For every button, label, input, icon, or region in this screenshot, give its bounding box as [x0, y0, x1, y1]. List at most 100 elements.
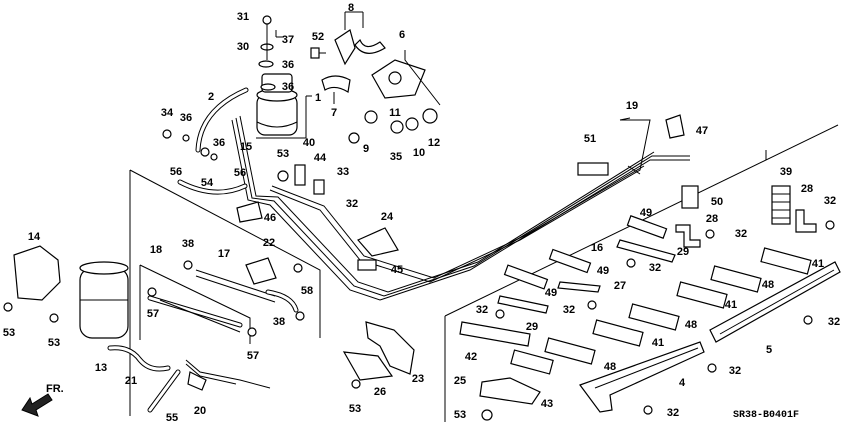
part-number-callout: 48: [762, 279, 774, 291]
part-number-callout: 34: [161, 107, 174, 119]
clip-51: [577, 162, 609, 176]
part-number-callout: 27: [614, 280, 626, 292]
part-number-callout: 18: [150, 244, 162, 256]
part-number-callout: 12: [428, 137, 440, 149]
part-number-callout: 26: [374, 386, 386, 398]
part-number-callout: 29: [526, 321, 538, 333]
part-number-callout: 9: [363, 143, 369, 155]
part-number-callout: 53: [3, 327, 15, 339]
part-number-callout: 6: [399, 29, 405, 41]
part-number-callout: 25: [454, 375, 466, 387]
part-number-callout: 36: [282, 59, 294, 71]
part-number-callout: 38: [273, 316, 285, 328]
part-number-callout: 32: [563, 304, 575, 316]
part-number-callout: 55: [166, 412, 178, 424]
part-number-callout: 53: [277, 148, 289, 160]
part-number-callout: 32: [824, 195, 836, 207]
part-number-callout: 52: [312, 31, 324, 43]
part-number-callout: 29: [677, 246, 689, 258]
part-number-callout: 47: [696, 125, 708, 137]
diagram-code: SR38-B0401F: [733, 410, 799, 421]
right-side-clamps: [544, 185, 841, 415]
part-number-callout: 32: [346, 198, 358, 210]
clip-40: [294, 164, 306, 186]
part-number-callout: 56: [170, 166, 182, 178]
part-number-callout: 53: [454, 409, 466, 421]
part-number-callout: 32: [735, 228, 747, 240]
part-number-callout: 53: [349, 403, 361, 415]
charcoal-canister-assembly: [3, 245, 271, 413]
part-number-callout: 42: [465, 351, 477, 363]
part-number-callout: 50: [711, 196, 723, 208]
part-number-callout: 37: [282, 34, 294, 46]
part-number-callout: 41: [725, 299, 737, 311]
part-number-callout: 20: [194, 405, 206, 417]
part-number-callout: 36: [180, 112, 192, 124]
part-number-callout: 40: [303, 137, 315, 149]
part-number-callout: 10: [413, 147, 425, 159]
part-number-callout: 51: [584, 133, 596, 145]
part-number-callout: 32: [828, 316, 840, 328]
part-number-callout: 19: [626, 100, 638, 112]
part-number-callout: 36: [282, 81, 294, 93]
part-number-callout: 46: [264, 212, 276, 224]
part-number-callout: 22: [263, 237, 275, 249]
part-number-callout: 49: [597, 265, 609, 277]
part-number-callout: 43: [541, 398, 553, 410]
part-number-callout: 41: [812, 258, 824, 270]
clip-50: [681, 185, 699, 209]
part-number-callout: 32: [649, 262, 661, 274]
part-number-callout: 15: [240, 141, 252, 153]
part-number-callout: 5: [766, 344, 772, 356]
part-number-callout: 41: [652, 337, 664, 349]
main-fuel-lines: [231, 115, 690, 301]
part-number-callout: 36: [213, 137, 225, 149]
part-number-callout: 38: [182, 238, 194, 250]
fuel-filter-assembly: [256, 15, 312, 139]
part-number-callout: 56: [234, 167, 246, 179]
part-number-callout: 14: [28, 231, 41, 243]
part-number-callout: 44: [314, 152, 327, 164]
part-number-callout: 48: [604, 361, 616, 373]
clip-44: [313, 179, 325, 195]
fuel-hose-17: [195, 269, 276, 297]
part-number-callout: 8: [348, 2, 354, 14]
part-number-callout: 30: [237, 41, 249, 53]
front-direction-label: FR.: [46, 383, 64, 395]
part-number-callout: 32: [476, 304, 488, 316]
part-number-callout: 53: [48, 337, 60, 349]
part-number-callout: 28: [801, 183, 813, 195]
part-number-callout: 7: [331, 107, 337, 119]
part-number-callout: 32: [667, 407, 679, 419]
part-number-callout: 24: [381, 211, 394, 223]
bracket-assembly: [310, 11, 441, 144]
part-number-callout: 31: [237, 11, 249, 23]
part-number-callout: 16: [591, 242, 603, 254]
part-number-callout: 48: [685, 319, 697, 331]
part-number-callout: 1: [315, 92, 321, 104]
part-number-callout: 57: [247, 350, 259, 362]
part-number-callout: 33: [337, 166, 349, 178]
part-number-callout: 11: [389, 107, 401, 119]
part-number-callout: 21: [125, 375, 137, 387]
part-number-callout: 45: [391, 264, 403, 276]
line-clamps: [497, 215, 715, 314]
part-number-callout: 35: [390, 151, 402, 163]
part-number-callout: 57: [147, 308, 159, 320]
front-direction-arrow: FR.: [21, 383, 64, 417]
part-number-callout: 49: [545, 287, 557, 299]
part-number-callout: 23: [412, 373, 424, 385]
part-number-callout: 28: [706, 213, 718, 225]
lower-center-parts: [342, 309, 554, 421]
part-number-callout: 49: [640, 207, 652, 219]
part-number-callout: 13: [95, 362, 107, 374]
part-number-callout: 32: [729, 365, 741, 377]
part-number-callout: 58: [301, 285, 313, 297]
part-number-callout: 2: [208, 91, 214, 103]
part-number-callout: 54: [201, 177, 214, 189]
part-number-callout: 4: [679, 377, 686, 389]
part-number-callout: 17: [218, 248, 230, 260]
part-number-callout: 39: [780, 166, 792, 178]
